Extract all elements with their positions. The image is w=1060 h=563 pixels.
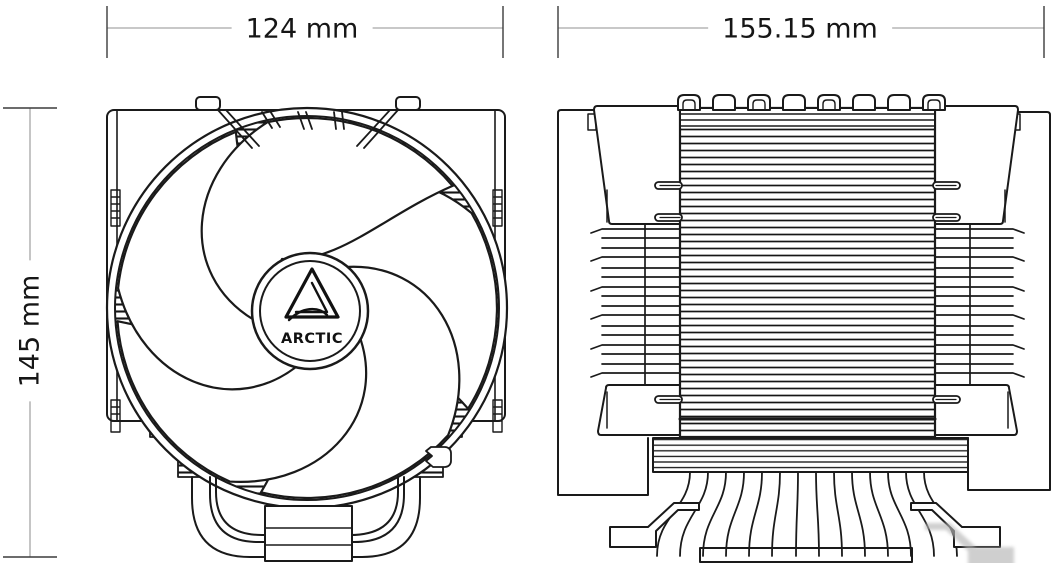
side-fan-corner-bottom-left	[597, 384, 681, 436]
side-heatpipe-caps-inner	[682, 99, 941, 111]
arctic-logo-icon	[284, 267, 340, 322]
side-mounting-screws	[654, 181, 961, 404]
height-label: 145 mm	[14, 260, 46, 402]
side-width-label: 155.15 mm	[708, 13, 892, 45]
side-fan-outline-left	[557, 109, 649, 496]
front-mount-tab-left	[195, 96, 221, 111]
fan-hub: ARCTIC	[250, 251, 370, 371]
side-fin-stack	[678, 106, 937, 439]
side-fin-edges-right	[934, 223, 1025, 386]
front-retention-hook	[425, 446, 452, 468]
side-fin-edges-left	[590, 223, 681, 386]
front-mount-tab-right	[395, 96, 421, 111]
fan-frame-struts	[217, 109, 399, 149]
side-corner-inner-lines	[606, 189, 1009, 429]
side-fan-corner-top-right	[934, 105, 1019, 225]
side-fan-outline-right	[967, 111, 1051, 491]
side-heatpipe-caps	[677, 94, 946, 111]
front-view-drawing: ARCTIC	[76, 86, 509, 562]
side-fan-corner-bottom-right	[934, 384, 1018, 436]
height-dimension-ticks	[3, 107, 57, 558]
arctic-brand-text: ARCTIC	[281, 331, 343, 347]
side-base-plate	[699, 547, 913, 563]
front-width-dimension-ticks	[106, 6, 504, 58]
front-base-block	[264, 505, 353, 562]
side-fan-corner-top-left	[593, 105, 681, 225]
side-mount-bracket-left	[609, 502, 700, 548]
front-width-label: 124 mm	[231, 13, 373, 45]
side-width-dimension-ticks	[557, 6, 1045, 58]
side-heatpipes	[656, 471, 958, 557]
front-side-clip-ladders	[110, 189, 503, 433]
side-view-drawing	[557, 94, 1051, 563]
side-lower-fin-block	[652, 437, 969, 473]
watermark-ghost-shape	[925, 523, 1014, 563]
side-mount-bracket-right	[910, 502, 1001, 548]
